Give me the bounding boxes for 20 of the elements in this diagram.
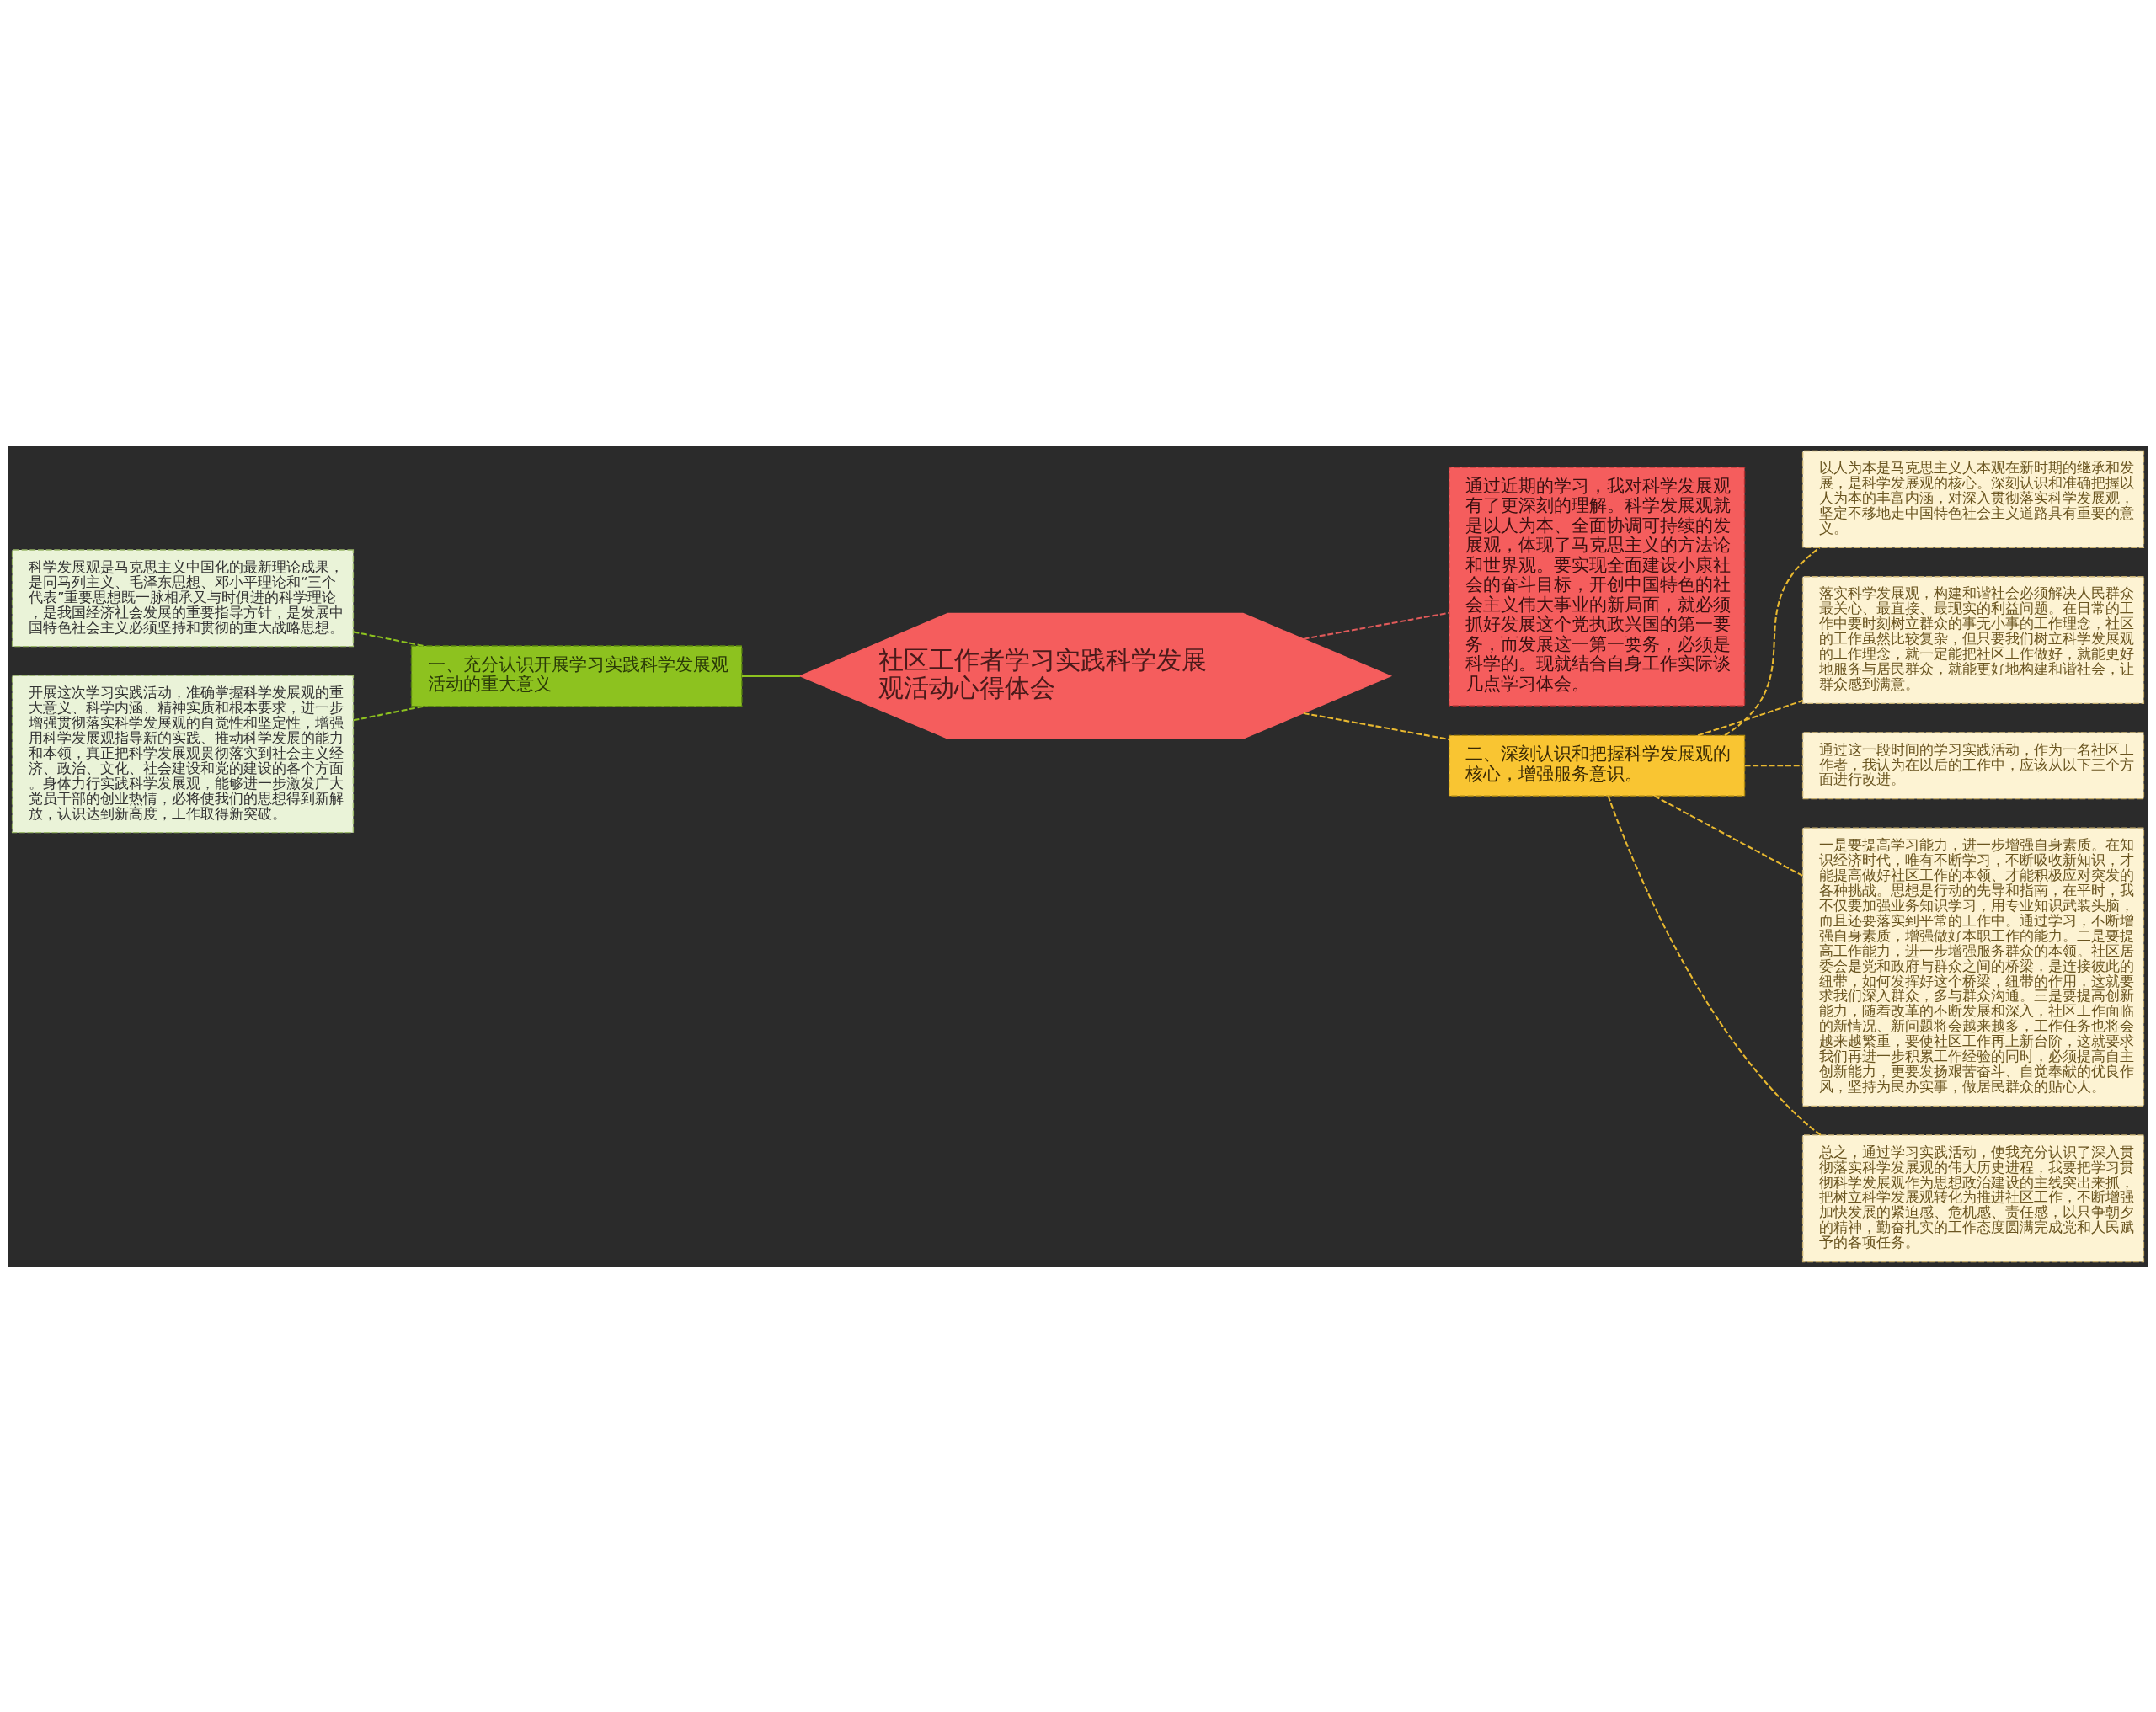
connector bbox=[1724, 547, 1821, 736]
node-box: 二、深刻认识和把握科学发展观的核心，增强服务意识。 bbox=[1448, 734, 1746, 797]
node-box: 开展这次学习实践活动，准确掌握科学发展观的重大意义、科学内涵、精神实质和根本要求，进一步增强贯彻落实科学发展观的自觉性和坚定性，增强用科学发展观指导新的实践、推动科学发展的能力和本领，真正把科学发展观贯彻落实到社会主义经济、政治、文化、社会建设和党的建设的各个方面。身体力行实践科学发展观，能够进一步激发广大党员干部的创业热情，必将使我们的思想得到新解放，认识达到新高度，工作取得新突破。 bbox=[11, 674, 355, 833]
connector bbox=[741, 675, 800, 677]
connector bbox=[1303, 712, 1449, 740]
connector bbox=[1697, 699, 1803, 736]
node-box: 总之，通过学习实践活动，使我充分认识了深入贯彻落实科学发展观的伟大历史进程，我要把学习贯彻科学发展观作为思想政治建设的主线突出来抓，把树立科学发展观转化为推进社区工作，不断增强加快发展的紧迫感、危机感、责任感，以只争朝夕的精神，勤奋扎实的工作态度圆满完成党和人民赋予的各项任务。 bbox=[1801, 1133, 2145, 1262]
connector bbox=[1303, 611, 1449, 640]
connector bbox=[1607, 795, 1822, 1136]
node-box: 通过这一段时间的学习实践活动，作为一名社区工作者，我认为在以后的工作中，应该从以下三个方面进行改进。 bbox=[1801, 731, 2145, 799]
connector bbox=[353, 630, 424, 647]
connector bbox=[353, 705, 424, 721]
node-box: 科学发展观是马克思主义中国化的最新理论成果，是同马列主义、毛泽东思想、邓小平理论和“三个代表”重要思想既一脉相承又与时俱进的科学理论，是我国经济社会发展的重要指导方针，是发展中国特色社会主义必须坚持和贯彻的重大战略思想。 bbox=[11, 548, 355, 647]
node-box: 通过近期的学习，我对科学发展观有了更深刻的理解。科学发展观就是以人为本、全面协调可持续的发展观，体现了马克思主义的方法论和世界观。要实现全面建设小康社会的奋斗目标，开创中国特色的社会主义伟大事业的新局面，就必须抓好发展这个党执政兴国的第一要务，而发展这一第一要务，必须是科学的。现就结合自身工作实际谈几点学习体会。 bbox=[1448, 466, 1746, 707]
node-box: 一是要提高学习能力，进一步增强自身素质。在知识经济时代，唯有不断学习，不断吸收新知识，才能提高做好社区工作的本领、才能积极应对突发的各种挑战。思想是行动的先导和指南，在平时，我不仅要加强业务知识学习，用专业知识武装头脑，而且还要落实到平常的工作中。通过学习，不断增强自身素质，增强做好本职工作的能力。二是要提高工作能力，进一步增强服务群众的本领。社区居委会是党和政府与群众之间的桥梁，是连接彼此的纽带，如何发挥好这个桥梁，纽带的作用，这就要求我们深入群众，多与群众沟通。三是要提高创新能力，随着改革的不断发展和深入，社区工作面临的新情况、新问题将会越来越多，工作任务也将会越来越繁重，要使社区工作再上新台阶，这就要求我们再进一步积累工作经验的同时，必须提高自主创新能力，更要发扬艰苦奋斗、自觉奉献的优良作风，坚持为民办实事，做居民群众的贴心人。 bbox=[1801, 826, 2145, 1107]
node-box: 以人为本是马克思主义人本观在新时期的继承和发展，是科学发展观的核心。深刻认识和准确把握以人为本的丰富内涵，对深入贯彻落实科学发展观，坚定不移地走中国特色社会主义道路具有重要的意义。 bbox=[1801, 450, 2145, 548]
connector bbox=[1653, 794, 1803, 877]
connector bbox=[1744, 764, 1803, 766]
node-box: 落实科学发展观，构建和谐社会必须解决人民群众最关心、最直接、最现实的利益问题。在日常的工作中要时刻树立群众的事无小事的工作理念，社区的工作虽然比较复杂，但只要我们树立科学发展观的工作理念，就一定能把社区工作做好，就能更好地服务与居民群众，就能更好地构建和谐社会，让群众感到满意。 bbox=[1801, 575, 2145, 704]
node-box: 一、充分认识开展学习实践科学发展观活动的重大意义 bbox=[410, 644, 743, 707]
